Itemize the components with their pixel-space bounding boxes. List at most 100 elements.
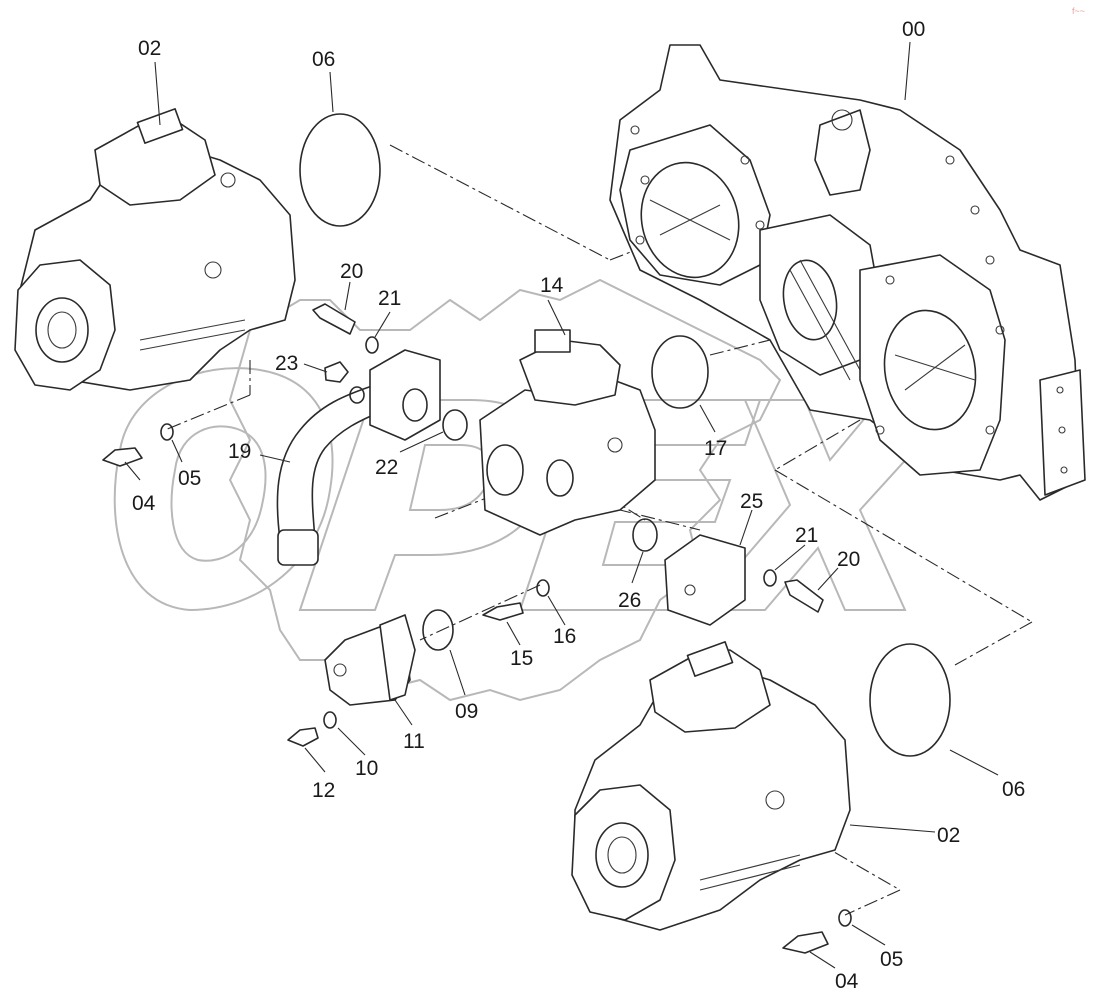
bolt-20-lower <box>784 579 824 613</box>
leader-15 <box>506 621 521 646</box>
housing-bolt-holes <box>630 125 1068 474</box>
leader-04-upper <box>124 461 141 481</box>
leader-25 <box>739 509 753 546</box>
pump-a-port <box>35 297 89 363</box>
callout-21-upper: 21 <box>378 287 401 310</box>
oring-09 <box>422 609 454 651</box>
washer-05-upper <box>160 423 174 441</box>
bolt-15 <box>482 602 524 621</box>
oring-06-upper <box>299 113 381 227</box>
pump-a-solenoid <box>136 108 184 144</box>
callout-06-upper: 06 <box>312 48 335 71</box>
valve-block-14 <box>479 329 656 536</box>
valve-solenoid <box>534 329 571 353</box>
pump-b-end-plate <box>571 784 676 921</box>
housing-flange-right <box>859 254 1006 476</box>
housing-port-left <box>640 161 740 279</box>
washer-21-upper <box>365 336 379 354</box>
pump-b-solenoid <box>686 641 734 677</box>
callout-19: 19 <box>228 440 251 463</box>
pump-a-end-plate <box>14 259 116 391</box>
bolt-20-upper <box>312 303 356 335</box>
leader-09 <box>449 649 466 696</box>
centerline-pump-b-washer <box>844 889 901 916</box>
gear-pump-flange <box>379 614 416 701</box>
centerline-pump-a-washer <box>164 394 251 431</box>
housing-port-left-cross <box>649 199 731 241</box>
housing-port-center <box>782 259 838 341</box>
centerline-housing-lower-left <box>774 419 861 471</box>
callout-11: 11 <box>403 730 425 753</box>
leader-02-lower <box>849 824 936 833</box>
housing-flange-left <box>619 124 771 286</box>
leader-16 <box>547 595 566 626</box>
oring-17 <box>651 335 709 409</box>
housing-breather-cap <box>831 109 853 131</box>
pump-02-lower <box>571 641 851 931</box>
callout-16: 16 <box>553 625 576 648</box>
callout-26: 26 <box>618 589 641 612</box>
washer-21-lower <box>763 569 777 587</box>
valve-plug <box>607 437 623 453</box>
hose-end-cuff <box>277 529 319 566</box>
callout-02-lower: 02 <box>937 824 960 847</box>
plug-23 <box>324 361 349 383</box>
leader-06-upper <box>329 71 334 113</box>
washer-16 <box>536 579 550 597</box>
callout-00: 00 <box>902 18 925 41</box>
washer-05-lower <box>838 909 852 927</box>
callout-14: 14 <box>540 274 564 297</box>
leader-22 <box>399 431 444 453</box>
callout-17: 17 <box>704 437 727 460</box>
callout-25: 25 <box>740 490 763 513</box>
block-25-hole <box>684 584 696 596</box>
leader-19 <box>259 454 291 463</box>
housing-shaft-link <box>789 259 861 381</box>
leader-17 <box>699 404 716 433</box>
housing-port-right-cross <box>894 344 976 391</box>
pump-b-pipe <box>699 854 801 891</box>
leader-23 <box>303 363 328 373</box>
leader-02-upper <box>154 61 161 126</box>
centerline-16-to-gear-pump <box>419 584 541 641</box>
callout-06-lower: 06 <box>1002 778 1025 801</box>
valve-port-left <box>486 444 524 496</box>
callout-20-lower: 20 <box>837 548 860 571</box>
callout-labels: 02 06 00 20 21 14 23 19 22 17 05 04 25 2… <box>132 18 1025 993</box>
callout-20-upper: 20 <box>340 260 363 283</box>
leader-05-upper <box>171 439 183 463</box>
callout-05-lower: 05 <box>880 948 903 971</box>
leader-04-lower <box>809 951 836 969</box>
bolt-04-lower <box>782 931 829 954</box>
pump-a-eye-bolt <box>220 172 236 188</box>
callout-22: 22 <box>375 456 398 479</box>
gear-pump-11 <box>324 614 416 706</box>
callout-15: 15 <box>510 647 533 670</box>
leader-20-upper <box>344 281 351 311</box>
leader-10 <box>337 727 366 756</box>
callout-04-lower: 04 <box>835 970 859 993</box>
leader-20-lower <box>817 567 839 591</box>
pump-02-upper <box>14 108 296 391</box>
corner-mark: f~~ <box>1072 6 1085 16</box>
housing-00 <box>609 44 1086 501</box>
leader-12 <box>304 747 326 773</box>
gear-pump-bolt-head <box>333 663 347 677</box>
leader-06-lower <box>949 749 999 776</box>
flange-block-22 <box>369 349 441 441</box>
callout-10: 10 <box>355 757 378 780</box>
oring-26 <box>632 518 658 552</box>
watermark-letter-o <box>113 367 334 612</box>
pump-b-plug <box>765 790 785 810</box>
leader-14 <box>547 299 566 336</box>
pump-b-port <box>595 822 649 888</box>
housing-breather-valve <box>814 109 871 196</box>
pump-a-pipe <box>139 319 246 351</box>
pump-b-port-inner <box>607 836 637 874</box>
bolt-04-upper <box>102 447 143 467</box>
valve-port-center <box>546 459 574 497</box>
pump-a-plug <box>204 261 222 279</box>
bolt-12 <box>287 727 319 747</box>
